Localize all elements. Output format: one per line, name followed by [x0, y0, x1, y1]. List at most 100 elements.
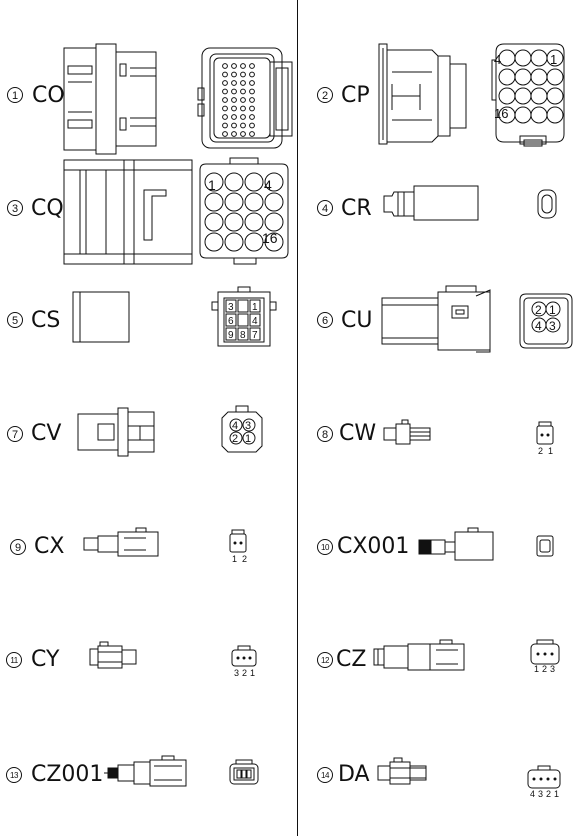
cq-pin-label: 16 — [262, 230, 278, 246]
co-pin-cavity — [249, 105, 255, 112]
cs-pin-cavity — [237, 299, 249, 313]
co-pin-cavity — [231, 71, 237, 78]
cs-pin-label: 4 — [252, 316, 258, 327]
connector-code: CO — [32, 83, 65, 108]
cs-pin-label: 1 — [252, 302, 258, 313]
connector-code: CX001 — [337, 534, 410, 559]
cx-face-view — [229, 529, 247, 553]
cy-face-view — [231, 645, 257, 667]
connector-code: DA — [338, 762, 370, 787]
connector-number-badge: 3 — [7, 200, 23, 216]
cs-pin-cavity — [225, 313, 237, 327]
connector-number-badge: 9 — [10, 539, 26, 555]
cs-pin-label: 3 — [228, 302, 234, 313]
co-pin-cavity — [240, 122, 246, 129]
co-pin-cavity — [231, 88, 237, 95]
connector-code: CS — [31, 308, 61, 333]
co-pin-cavity — [231, 80, 237, 86]
cp-pin-cavity — [514, 87, 532, 105]
co-pin-cavity — [249, 122, 255, 129]
cs-pin-label: 8 — [240, 330, 246, 341]
connector-code: CY — [31, 647, 60, 672]
cp-pin-label: 16 — [494, 106, 508, 121]
da-side-view — [377, 757, 427, 785]
cp-pin-cavity — [546, 106, 564, 124]
cs-pin-cavity — [237, 327, 249, 341]
cq-pin-cavity — [264, 212, 284, 232]
cp-pin-cavity — [530, 87, 548, 105]
cv-pin-cavity — [242, 418, 256, 432]
connector-code: CZ — [336, 647, 367, 672]
cw-face-view — [536, 421, 554, 445]
cz-pin-label: 2 — [542, 664, 547, 674]
cq-pin-cavity — [264, 232, 284, 252]
co-face-view — [197, 47, 293, 149]
cq-pin-cavity — [224, 232, 244, 252]
connector-code: CX — [34, 534, 65, 559]
co-pin-cavity — [249, 63, 255, 69]
connector-number-badge: 14 — [317, 767, 333, 783]
connector-number-badge: 13 — [6, 767, 22, 783]
connector-number-badge: 6 — [317, 312, 333, 328]
cu-pin-label: 4 — [535, 319, 542, 333]
cv-pin-label: 3 — [245, 420, 251, 432]
cq-side-view — [63, 159, 193, 265]
cq-pin-cavity — [244, 212, 264, 232]
cq-pin-cavity — [224, 192, 244, 212]
connector-number-badge: 7 — [7, 426, 23, 442]
connector-number-badge: 1 — [7, 87, 23, 103]
co-pin-cavity — [222, 80, 228, 86]
co-pin-cavity — [249, 97, 255, 103]
da-pin-label: 1 — [554, 789, 559, 799]
cs-pin-label: 9 — [228, 330, 234, 341]
cs-pin-label: 6 — [228, 316, 234, 327]
cq-pin-label: 1 — [208, 177, 216, 193]
cp-pin-cavity — [498, 87, 516, 105]
cs-face-view — [211, 286, 277, 347]
cy-pin-label: 3 — [234, 668, 239, 678]
cs-pin-label: 7 — [252, 330, 258, 341]
cq-face-view — [199, 157, 289, 265]
cs-pin-cavity — [225, 327, 237, 341]
cp-pin-cavity — [546, 87, 564, 105]
connector-number-badge: 12 — [317, 652, 333, 668]
cq-pin-cavity — [244, 192, 264, 212]
connector-code: CW — [339, 421, 377, 446]
cu-pin-label: 1 — [549, 303, 556, 317]
connector-number-badge: 11 — [6, 652, 22, 668]
cp-pin-cavity — [498, 68, 516, 86]
cq-pin-cavity — [204, 232, 224, 252]
co-pin-cavity — [222, 122, 228, 129]
co-pin-cavity — [231, 97, 237, 103]
cp-pin-cavity — [514, 49, 532, 67]
cu-pin-cavity — [545, 317, 561, 333]
cp-pin-cavity — [530, 106, 548, 124]
connector-number-badge: 5 — [7, 312, 23, 328]
cq-pin-grid — [204, 172, 284, 252]
cu-pin-label: 3 — [549, 319, 556, 333]
cp-pin-cavity — [530, 49, 548, 67]
cq-pin-cavity — [244, 172, 264, 192]
cq-pin-cavity — [204, 212, 224, 232]
da-pin-label: 2 — [546, 789, 551, 799]
cv-side-view — [77, 407, 155, 457]
co-pin-cavity — [231, 105, 237, 112]
cs-pin-cavity — [249, 299, 261, 313]
cs-side-view — [72, 291, 130, 343]
cq-pin-cavity — [264, 192, 284, 212]
cy-side-view — [89, 641, 137, 669]
cy-pin-label: 2 — [242, 668, 247, 678]
cq-pin-cavity — [224, 212, 244, 232]
cx-pin-label: 1 — [232, 554, 237, 564]
cz-side-view — [373, 639, 465, 671]
connector-number-badge: 4 — [317, 200, 333, 216]
co-pin-cavity — [222, 71, 228, 78]
cx-side-view — [83, 527, 159, 557]
co-pin-cavity — [231, 122, 237, 129]
co-pin-cavity — [249, 80, 255, 86]
cv-pin-label: 2 — [232, 433, 238, 445]
